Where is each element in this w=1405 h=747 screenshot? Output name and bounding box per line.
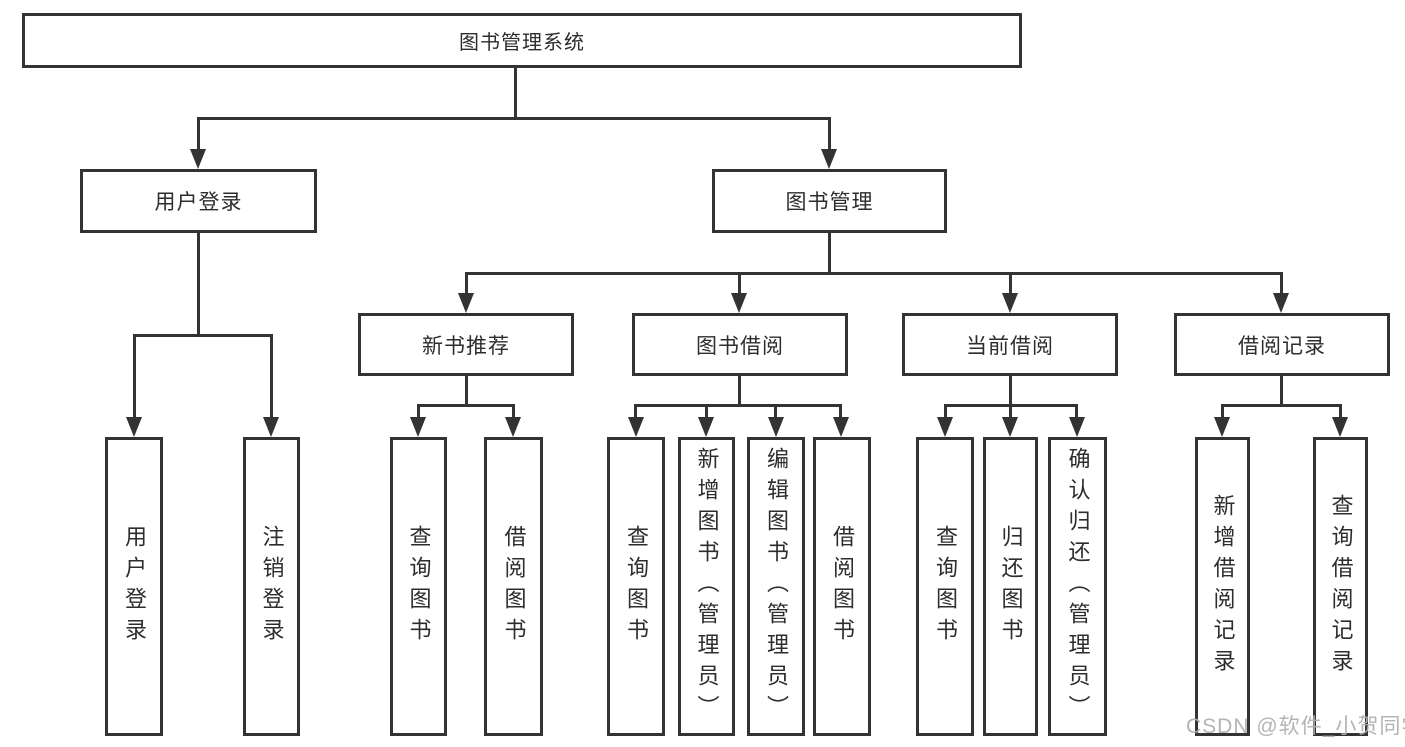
leaf-query-books-borrow: 查询图书 (607, 437, 665, 736)
connector-line (828, 117, 831, 151)
node-new-book-recommend: 新书推荐 (358, 313, 574, 376)
connector-line (839, 404, 842, 420)
connector-line (634, 404, 842, 407)
node-borrow-records: 借阅记录 (1174, 313, 1390, 376)
watermark: CSDN @软件_小贺同学 (1186, 715, 1405, 738)
connector-line (1221, 404, 1342, 407)
leaf-query-borrow-record: 查询借阅记录 (1313, 437, 1368, 736)
connector-line (465, 272, 468, 295)
node-current-borrow: 当前借阅 (902, 313, 1118, 376)
connector-line (270, 334, 273, 419)
connector-line (1009, 375, 1012, 407)
connector-line (1221, 404, 1224, 420)
node-label: 用户登录 (154, 191, 243, 214)
leaf-logout: 注销登录 (243, 437, 300, 736)
connector-line (1075, 404, 1078, 420)
connector-line (465, 375, 468, 407)
leaf-label: 用户登录 (122, 524, 147, 649)
arrowhead-icon (410, 417, 426, 437)
arrowhead-icon (1214, 417, 1230, 437)
leaf-edit-books-admin: 编辑图书（管理员） (747, 437, 805, 736)
arrowhead-icon (731, 293, 747, 313)
arrowhead-icon (263, 417, 279, 437)
connector-line (197, 117, 831, 120)
connector-line (1339, 404, 1342, 420)
arrowhead-icon (768, 417, 784, 437)
connector-line (133, 334, 136, 419)
connector-line (197, 231, 200, 336)
node-label: 图书借阅 (696, 334, 784, 358)
arrowhead-icon (698, 417, 714, 437)
leaf-borrow-books: 借阅图书 (813, 437, 871, 736)
arrowhead-icon (126, 417, 142, 437)
connector-line (774, 404, 777, 420)
connector-line (514, 68, 517, 120)
connector-line (1009, 404, 1012, 420)
arrowhead-icon (1002, 293, 1018, 313)
node-root-label: 图书管理系统 (459, 32, 585, 54)
leaf-label: 查询图书 (624, 524, 649, 649)
connector-line (465, 272, 1283, 275)
node-book-management: 图书管理 (712, 169, 947, 233)
arrowhead-icon (1069, 417, 1085, 437)
arrowhead-icon (628, 417, 644, 437)
connector-line (944, 404, 947, 420)
leaf-user-login: 用户登录 (105, 437, 163, 736)
leaf-query-books-recommend: 查询图书 (390, 437, 447, 736)
connector-line (634, 404, 637, 420)
leaf-label: 查询借阅记录 (1328, 493, 1354, 680)
connector-line (417, 404, 420, 420)
node-book-borrow: 图书借阅 (632, 313, 848, 376)
connector-line (417, 404, 515, 407)
leaf-confirm-return-admin: 确认归还（管理员） (1048, 437, 1107, 736)
arrowhead-icon (1332, 417, 1348, 437)
leaf-add-books-admin: 新增图书（管理员） (678, 437, 735, 736)
leaf-label: 新增图书（管理员） (694, 447, 720, 726)
leaf-return-books: 归还图书 (983, 437, 1038, 736)
leaf-label: 查询图书 (933, 524, 958, 649)
arrowhead-icon (1273, 293, 1289, 313)
node-label: 借阅记录 (1238, 334, 1326, 358)
arrowhead-icon (937, 417, 953, 437)
connector-line (705, 404, 708, 420)
arrowhead-icon (505, 417, 521, 437)
connector-line (1280, 272, 1283, 295)
arrowhead-icon (1002, 417, 1018, 437)
leaf-add-borrow-record: 新增借阅记录 (1195, 437, 1250, 736)
connector-line (1009, 272, 1012, 295)
leaf-label: 注销登录 (259, 524, 285, 649)
leaf-label: 借阅图书 (830, 524, 855, 649)
node-label: 新书推荐 (422, 334, 510, 358)
leaf-label: 归还图书 (998, 524, 1024, 649)
connector-line (738, 375, 741, 407)
arrowhead-icon (458, 293, 474, 313)
arrowhead-icon (833, 417, 849, 437)
leaf-query-books-current: 查询图书 (916, 437, 974, 736)
connector-line (197, 117, 200, 151)
connector-line (1280, 375, 1283, 407)
leaf-label: 查询图书 (406, 524, 432, 649)
node-label: 当前借阅 (966, 334, 1054, 358)
arrowhead-icon (821, 149, 837, 169)
leaf-label: 借阅图书 (501, 524, 527, 649)
node-label: 图书管理 (785, 191, 874, 214)
connector-line (738, 272, 741, 295)
node-root: 图书管理系统 (22, 13, 1022, 68)
leaf-label: 新增借阅记录 (1210, 493, 1236, 680)
connector-line (512, 404, 515, 420)
leaf-label: 确认归还（管理员） (1065, 447, 1091, 726)
connector-line (828, 232, 831, 274)
connector-line (133, 334, 273, 337)
leaf-borrow-books-recommend: 借阅图书 (484, 437, 543, 736)
arrowhead-icon (190, 149, 206, 169)
leaf-label: 编辑图书（管理员） (764, 447, 789, 726)
node-user-login: 用户登录 (80, 169, 317, 233)
